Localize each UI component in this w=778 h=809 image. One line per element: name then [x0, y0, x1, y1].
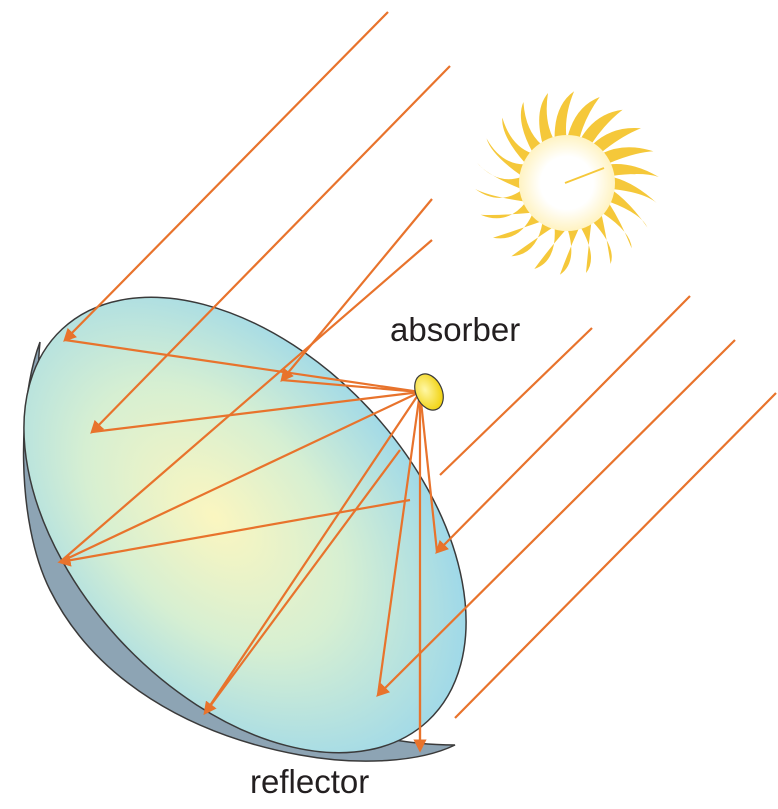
sun-icon [475, 91, 659, 274]
reflector-label: reflector [250, 765, 369, 798]
sun-flame [539, 93, 553, 144]
sun-flame [560, 227, 580, 274]
reflector-dish [0, 213, 552, 809]
sun-flame [481, 203, 532, 219]
sun-flame [609, 164, 659, 177]
incoming-ray [440, 328, 592, 475]
sun-flame [581, 222, 592, 273]
absorber-ellipse [409, 369, 449, 414]
absorber-label: absorber [390, 313, 520, 346]
incoming-ray [455, 393, 776, 718]
incoming-ray [65, 12, 388, 340]
sun-flame [534, 227, 566, 269]
sun-flame [475, 189, 525, 202]
incoming-ray [282, 199, 432, 380]
sun-flame [602, 147, 653, 163]
sun-flame [511, 222, 553, 256]
sun-flame [487, 138, 525, 176]
